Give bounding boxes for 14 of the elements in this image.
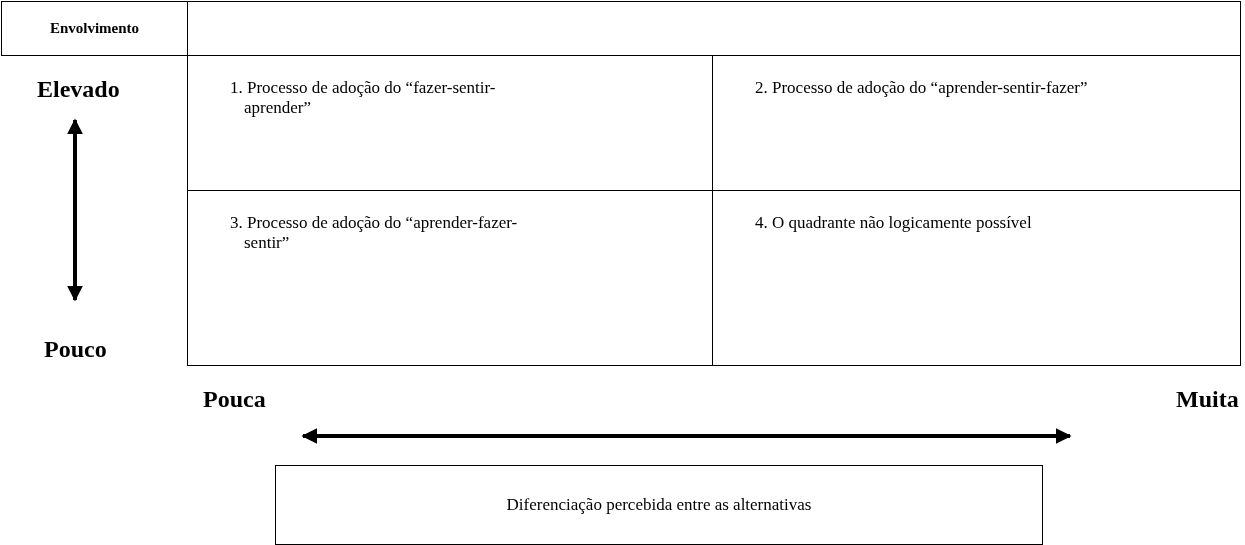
quadrant-cell xyxy=(712,190,1241,366)
header-text: Envolvimento xyxy=(49,19,140,38)
quadrant-text: 4. O quadrante não logicamente possível xyxy=(755,213,1032,233)
axis-label: Muita xyxy=(1176,386,1239,413)
header-cell xyxy=(1,1,188,56)
quadrant-text: 1. Processo de adoção do “fazer-sentir-aprender” xyxy=(230,78,497,118)
quadrant-text: 3. Processo de adoção do “aprender-fazer-sentir” xyxy=(230,213,519,253)
axis-label: Elevado xyxy=(37,76,120,103)
quadrant-cell xyxy=(187,190,713,366)
caption-box xyxy=(275,465,1043,545)
caption-text: Diferenciação percebida entre as alternativas xyxy=(506,495,812,515)
quadrant-text: 2. Processo de adoção do “aprender-sentir-fazer” xyxy=(755,78,1088,98)
axis-label: Pouca xyxy=(203,386,266,413)
axis-label: Pouco xyxy=(44,336,107,363)
